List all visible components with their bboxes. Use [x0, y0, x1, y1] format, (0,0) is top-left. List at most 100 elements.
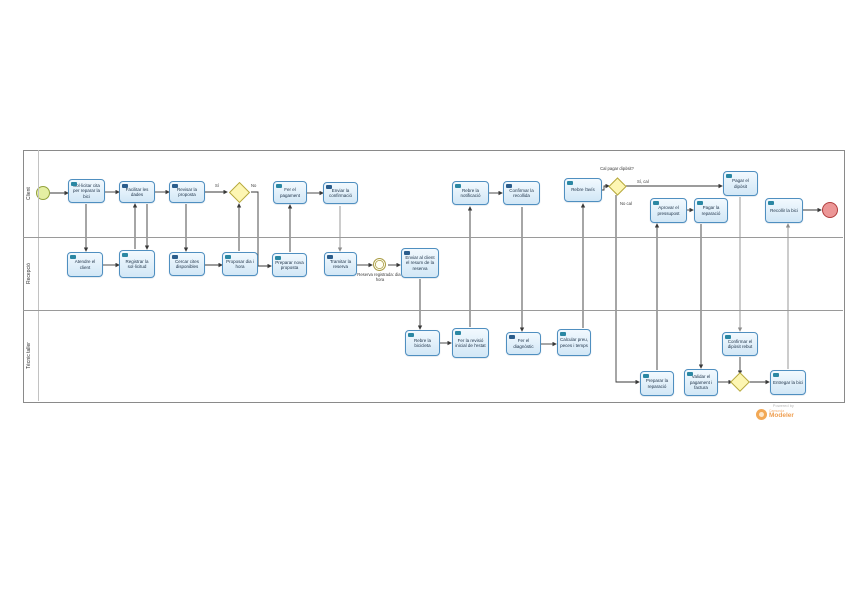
task-label: Rebre la notificació	[460, 187, 481, 198]
task-label: Validar el pagament i factura	[689, 374, 713, 391]
task-rebre-notificacio[interactable]: Rebre la notificació	[452, 181, 489, 205]
form-icon	[509, 334, 515, 339]
end-event-fi[interactable]	[822, 202, 838, 218]
receive-icon	[567, 180, 573, 185]
task-tramitar-reserva[interactable]: Tramitar la reserva	[324, 252, 357, 276]
task-label: Entregar la bici	[772, 379, 803, 385]
task-registrar-sollicitud[interactable]: Registrar la sol·licitud	[119, 250, 155, 278]
task-fer-diagnostic[interactable]: Fer el diagnòstic	[506, 332, 541, 355]
task-label: Aprovar el pressupost	[657, 205, 680, 216]
form-icon	[506, 183, 512, 188]
modeler-logo-icon	[756, 409, 767, 420]
task-label: Pagar la reparació	[701, 205, 721, 216]
lane-label-t-cnic-taller: Tècnic taller	[26, 342, 32, 369]
send-icon	[327, 254, 333, 259]
task-calcular-preu[interactable]: Calcular preu, peces i temps	[557, 329, 591, 356]
user-icon	[653, 200, 659, 205]
task-atendre-client[interactable]: Atendre el client	[67, 252, 103, 277]
lane-label-recepci-: Recepció	[26, 263, 32, 284]
task-label: Preparar nova proposta	[275, 259, 304, 270]
powered-by-label: Powered by	[772, 403, 794, 408]
brand-sub-label: Camunda	[769, 408, 785, 413]
task-entregar-bici[interactable]: Entregar la bici	[770, 370, 806, 395]
task-cercar-cites[interactable]: Cercar cites disponibles	[169, 252, 205, 276]
user-icon	[726, 173, 732, 178]
task-label: Rebre l'avís	[571, 187, 595, 193]
task-label: Registrar la sol·licitud	[125, 258, 149, 269]
lane-strip-divider	[38, 150, 39, 401]
task-label: Cercar cites disponibles	[174, 258, 199, 269]
task-pagar-diposit[interactable]: Pagar el dipòsit	[723, 171, 758, 196]
inter-event-reserva-registrada[interactable]	[373, 258, 386, 271]
task-sollicitar-cita[interactable]: Sol·licitar cita per reparar la bici	[68, 179, 105, 203]
flow-label: Sí	[215, 183, 219, 188]
task-label: Confirmar el dipòsit rebut	[727, 338, 753, 349]
task-confirmar-recollida[interactable]: Confirmar la recollida	[503, 181, 540, 205]
user-icon	[225, 254, 231, 259]
pool	[23, 150, 845, 403]
task-label: Confirmar la recollida	[509, 187, 534, 198]
user-icon	[768, 200, 774, 205]
brand-label: Modeler	[769, 412, 794, 419]
task-validar-pagament[interactable]: Validar el pagament i factura	[684, 369, 718, 396]
task-label: Rebre la bicicleta	[413, 337, 431, 348]
task-revisar-proposta[interactable]: Revisar la proposta	[169, 181, 205, 203]
task-enviar-confirmacio[interactable]: Enviar la confirmació	[323, 182, 358, 204]
task-label: Enviar la confirmació	[328, 187, 352, 198]
task-label: Fer el pagament	[279, 187, 300, 198]
modeler-watermark[interactable]: Powered by Camunda Modeler	[756, 403, 794, 420]
task-label: Sol·licitar cita per reparar la bici	[72, 182, 100, 199]
user-icon	[275, 255, 281, 260]
task-label: Facilitar les dades	[125, 186, 149, 197]
user-icon	[773, 372, 779, 377]
task-label: Preparar la reparació	[645, 378, 669, 389]
task-revisio-inicial[interactable]: Fer la revisió inicial de l'estat	[452, 328, 489, 358]
task-label: Pagar el dipòsit	[732, 178, 749, 189]
task-label: Fer la revisió inicial de l'estat	[455, 337, 486, 348]
task-confirmar-diposit[interactable]: Confirmar el dipòsit rebut	[722, 332, 758, 356]
task-label: Recollir la bici	[770, 207, 798, 213]
lane-divider	[23, 237, 843, 238]
lane-label-client: Client	[26, 187, 32, 200]
task-enviar-resum[interactable]: Enviar al client el resum de la reserva	[401, 248, 439, 278]
user-icon	[455, 330, 461, 335]
user-icon	[725, 334, 731, 339]
receive-icon	[408, 332, 414, 337]
task-preparar-reparacio[interactable]: Preparar la reparació	[640, 371, 674, 396]
task-proposar-dia[interactable]: Proposar dia i hora	[222, 252, 258, 276]
task-recollir-bici[interactable]: Recollir la bici	[765, 198, 803, 223]
task-label: Revisar la proposta	[176, 186, 197, 197]
user-icon	[276, 183, 282, 188]
event-label: Reserva registrada: dia i hora	[357, 272, 403, 282]
task-label: Proposar dia i hora	[226, 258, 254, 269]
flow-label: No	[251, 183, 257, 188]
form-icon	[122, 183, 128, 188]
task-rebre-bicicleta[interactable]: Rebre la bicicleta	[405, 330, 440, 356]
task-aprovar-pressupost[interactable]: Aprovar el pressupost	[650, 198, 687, 223]
task-label: Fer el diagnòstic	[513, 338, 534, 349]
flow-label: Sí, cal	[637, 179, 649, 184]
task-label: Atendre el client	[74, 259, 96, 270]
user-icon	[643, 373, 649, 378]
flow-label: No cal	[620, 201, 632, 206]
form-icon	[172, 183, 178, 188]
service-icon	[697, 200, 703, 205]
task-label: Tramitar la reserva	[329, 258, 352, 269]
send-icon	[326, 184, 332, 189]
form-icon	[172, 254, 178, 259]
lane-divider	[23, 310, 843, 311]
user-icon	[687, 371, 693, 376]
task-pagar-reparacio[interactable]: Pagar la reparació	[694, 198, 728, 223]
send-icon	[404, 250, 410, 255]
service-icon	[560, 331, 566, 336]
task-rebre-avis[interactable]: Rebre l'avís	[564, 178, 602, 202]
task-nova-proposta[interactable]: Preparar nova proposta	[272, 253, 307, 277]
task-fer-pagament[interactable]: Fer el pagament	[273, 181, 307, 204]
start-event-inici[interactable]	[36, 186, 50, 200]
task-label: Enviar al client el resum de la reserva	[405, 254, 435, 271]
user-icon	[122, 252, 128, 257]
task-facilitar-dades[interactable]: Facilitar les dades	[119, 181, 155, 203]
receive-icon	[455, 183, 461, 188]
user-icon	[71, 181, 77, 186]
